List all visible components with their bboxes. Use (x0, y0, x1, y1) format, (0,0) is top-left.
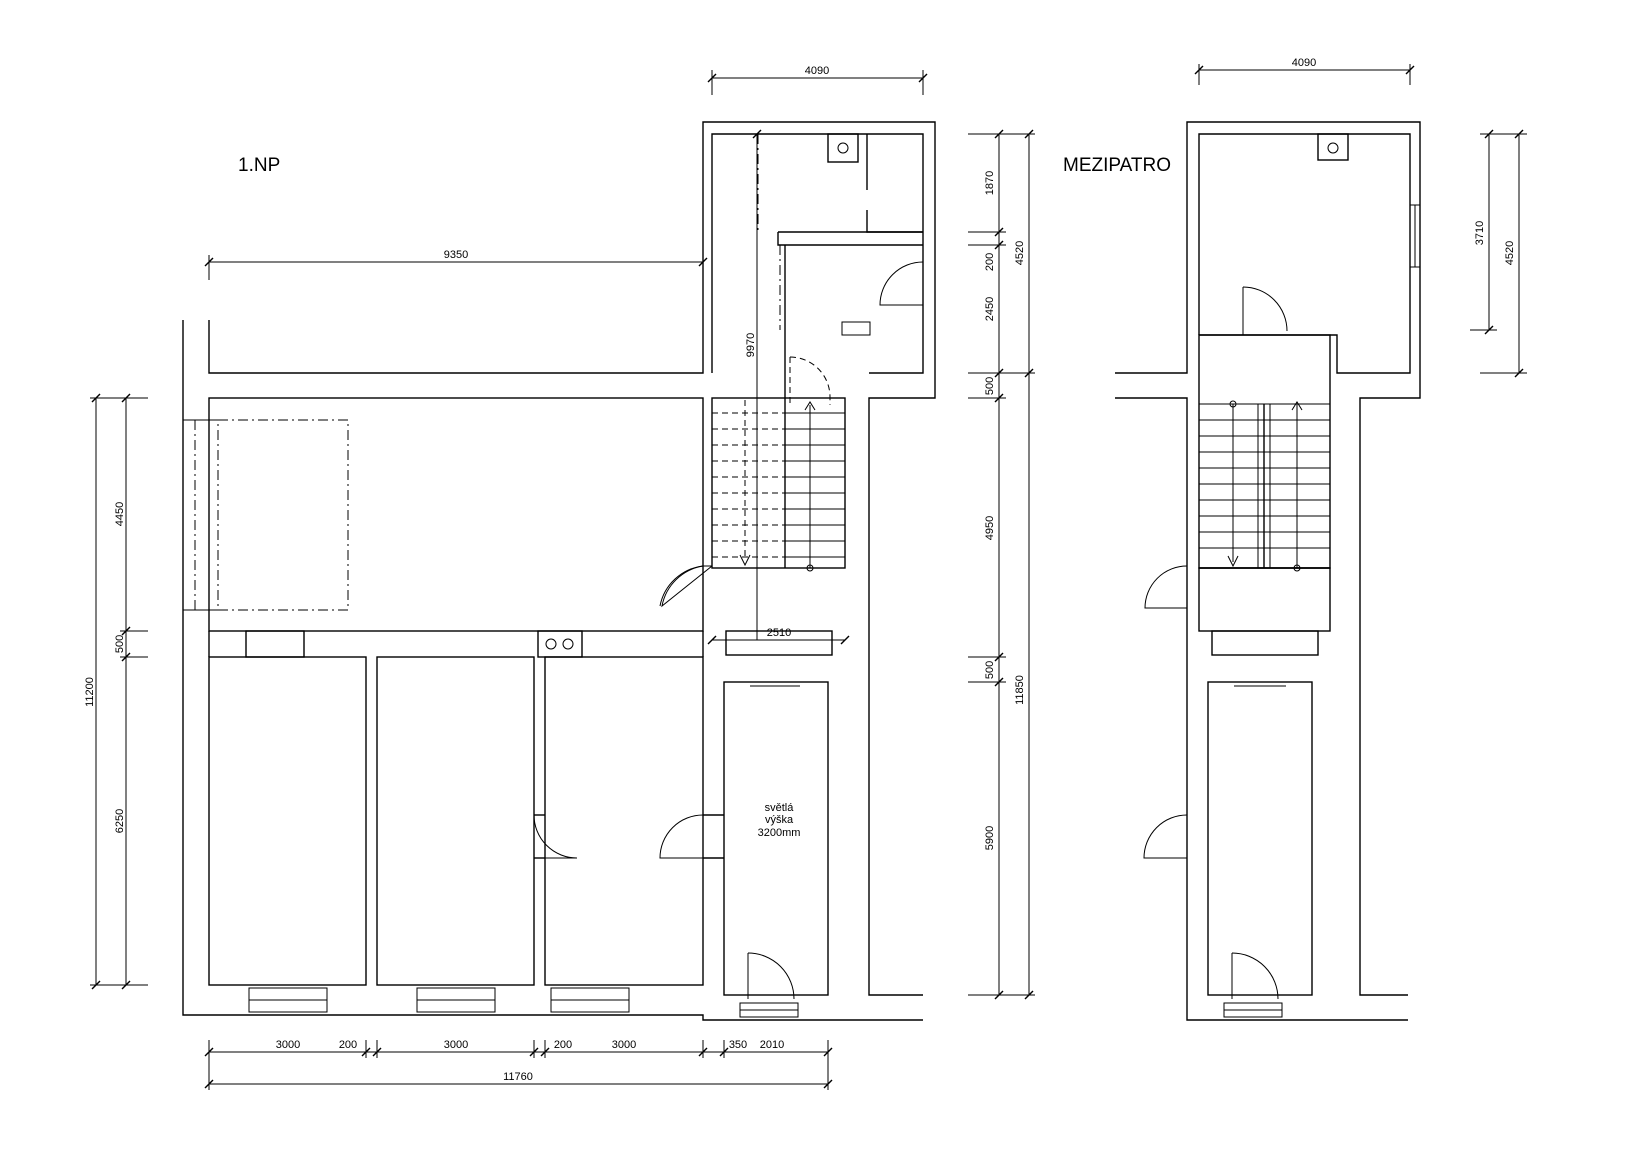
dim-4520-mezz: 4520 (1504, 241, 1516, 265)
note-line2: výška (765, 814, 794, 826)
note-line1: světlá (765, 802, 795, 814)
dim-4450: 4450 (114, 502, 126, 526)
garage-door-2 (533, 814, 578, 859)
dim-200-right: 200 (984, 253, 996, 271)
garage-door-3 (659, 814, 704, 859)
vestibule (725, 630, 833, 656)
boiler (537, 630, 583, 658)
garage-1 (208, 656, 367, 986)
title-ground-floor: 1.NP (238, 155, 280, 176)
dim-9970: 9970 (745, 333, 757, 357)
wc-fixture (841, 321, 871, 336)
note-line3: 3200mm (758, 827, 801, 839)
dim-top-4090-left: 4090 (805, 65, 829, 77)
dim-500-left: 500 (114, 635, 126, 653)
dim-bottom-350: 350 (729, 1039, 747, 1051)
main-hall (208, 397, 704, 632)
dim-3710: 3710 (1474, 221, 1486, 245)
corridor-wall (208, 121, 936, 996)
dim-bottom-2010: 2010 (760, 1039, 784, 1051)
ground-floor-plan: světlá výška 3200mm (182, 121, 936, 1021)
staircase (711, 397, 846, 569)
dim-9350: 9350 (444, 249, 468, 261)
dim-2450: 2450 (984, 297, 996, 321)
dim-top-4090-right: 4090 (1292, 57, 1316, 69)
dim-bottom-3000-c: 3000 (612, 1039, 636, 1051)
dim-5900: 5900 (984, 826, 996, 850)
mezzanine-stair-steps (1199, 403, 1330, 568)
stair-steps (712, 412, 845, 558)
mezzanine-plan (1115, 121, 1421, 1021)
tower-inner-wall (711, 133, 924, 374)
outer-wall (182, 320, 923, 1021)
hall-door (659, 565, 704, 607)
dim-6250: 6250 (114, 809, 126, 833)
dim-500-right-b: 500 (984, 661, 996, 679)
dim-bottom-11760: 11760 (503, 1071, 533, 1083)
dim-2510: 2510 (767, 627, 791, 639)
title-mezzanine: MEZIPATRO (1063, 155, 1171, 176)
mezzanine-lower-room (1207, 681, 1313, 996)
dimension-lines: 4090 4090 9350 9970 2510 (84, 57, 1527, 1090)
mezzanine-room (1198, 133, 1411, 374)
dim-bottom-3000-a: 3000 (276, 1039, 300, 1051)
door-swing (879, 261, 924, 306)
dim-500-right-a: 500 (984, 377, 996, 395)
chimney-flue (837, 142, 849, 154)
garage-2 (376, 656, 535, 986)
dim-bottom-200-b: 200 (554, 1039, 572, 1051)
chimney (827, 133, 859, 163)
dim-11200: 11200 (84, 677, 96, 707)
entrance-door (747, 952, 795, 1000)
dim-bottom-200-a: 200 (339, 1039, 357, 1051)
dim-1870: 1870 (984, 171, 996, 195)
garage-3 (544, 656, 704, 986)
dim-bottom-3000-b: 3000 (444, 1039, 468, 1051)
dim-11850: 11850 (1014, 675, 1026, 705)
dim-4520: 4520 (1014, 241, 1026, 265)
dim-4950: 4950 (984, 516, 996, 540)
